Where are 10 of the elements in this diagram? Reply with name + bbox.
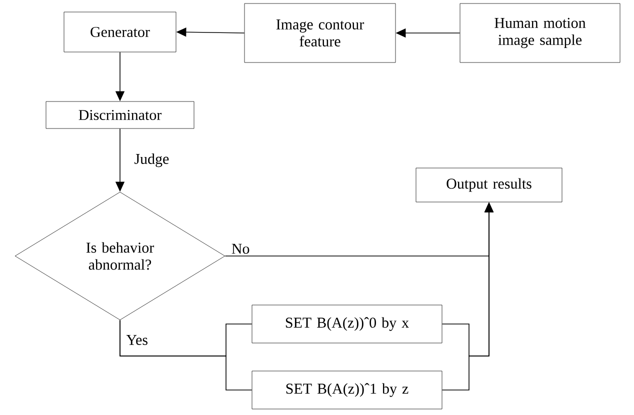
process-box: Generator [64, 12, 176, 52]
process-box: Output results [416, 168, 562, 202]
edge-label: Judge [134, 153, 169, 168]
process-box: Human motion image sample [460, 3, 620, 63]
edge-label: Yes [126, 335, 148, 345]
process-box: SET B(A(z))ˆ0 by x [252, 304, 442, 344]
process-box: Discriminator [46, 101, 194, 129]
process-box: Image contour feature [244, 3, 396, 63]
edge-label: No [232, 244, 250, 254]
process-box: SET B(A(z))ˆ1 by z [252, 370, 442, 410]
